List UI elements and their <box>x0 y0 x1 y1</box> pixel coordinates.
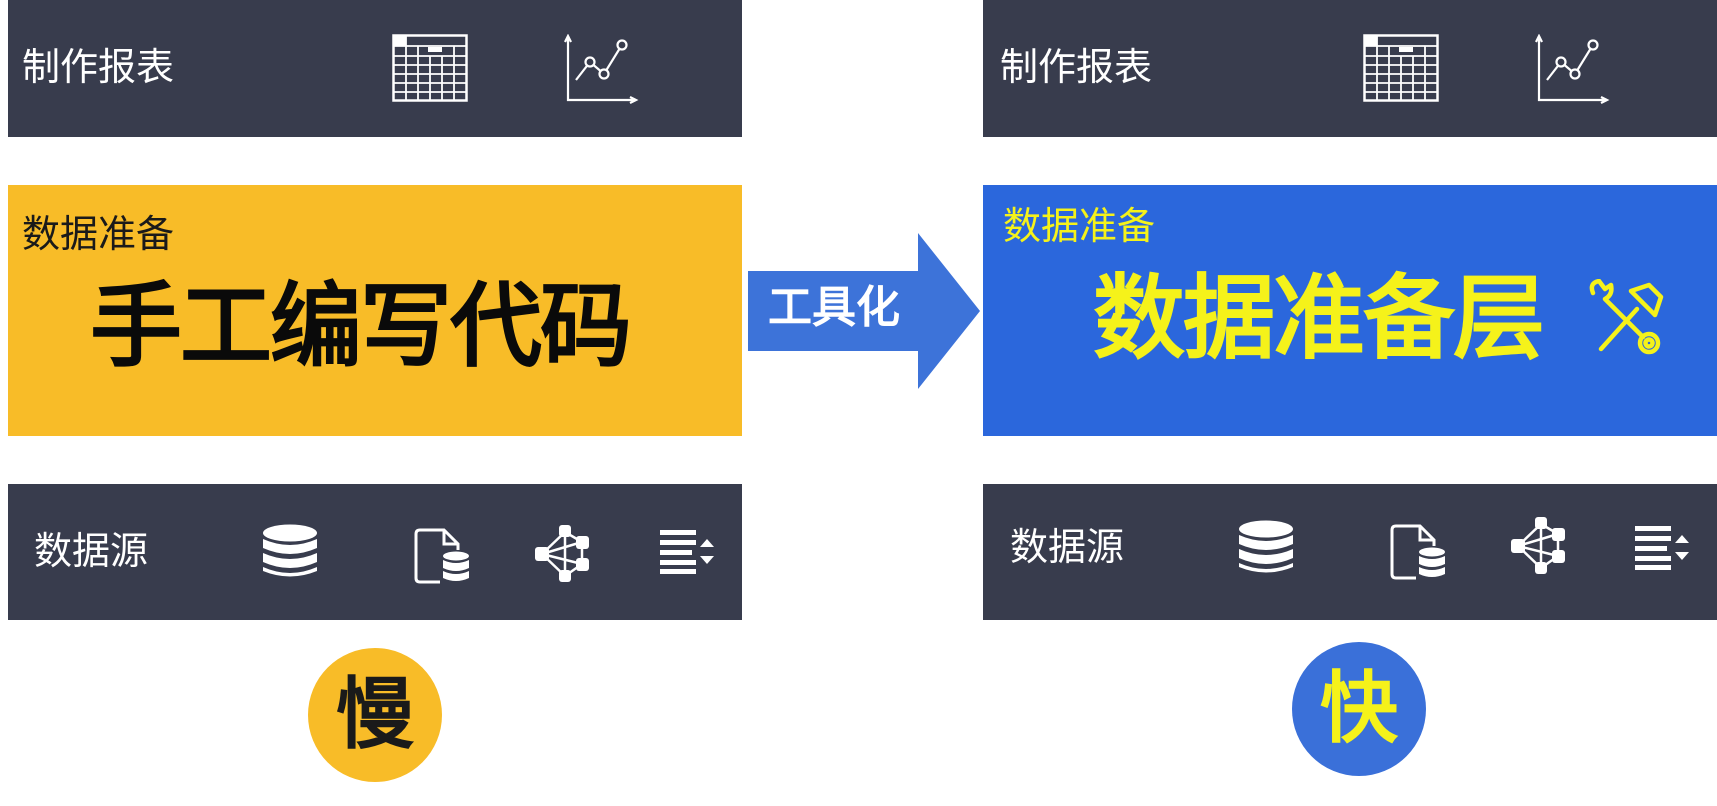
left-slow-badge: 慢 <box>308 648 442 782</box>
spreadsheet-icon <box>1363 34 1439 102</box>
right-report-label: 制作报表 <box>1000 45 1153 89</box>
right-source-bar: 数据源 <box>983 484 1717 620</box>
right-prep-small-label: 数据准备 <box>1003 204 1156 248</box>
right-prep-big-label: 数据准备层 <box>1093 265 1545 372</box>
left-source-label: 数据源 <box>34 529 149 573</box>
sorted-list-icon <box>1635 526 1689 570</box>
left-report-bar: 制作报表 <box>8 0 742 137</box>
spreadsheet-icon <box>392 34 468 102</box>
network-icon <box>1511 517 1565 574</box>
right-report-bar: 制作报表 <box>983 0 1717 137</box>
left-prep-big-label: 手工编写代码 <box>90 273 632 380</box>
line-chart-icon <box>564 34 639 104</box>
left-prep-small-label: 数据准备 <box>22 212 175 256</box>
file-database-icon <box>414 528 469 584</box>
sorted-list-icon <box>660 530 714 574</box>
arrow-label: 工具化 <box>768 282 900 333</box>
right-prep-panel: 数据准备 数据准备层 <box>983 185 1717 436</box>
line-chart-icon <box>1535 34 1610 104</box>
wrench-hammer-icon <box>1589 279 1664 355</box>
arrow-right-icon <box>748 233 980 389</box>
file-database-icon <box>1390 524 1445 580</box>
network-icon <box>535 525 589 582</box>
database-icon <box>263 524 317 577</box>
right-source-label: 数据源 <box>1010 525 1125 569</box>
database-icon <box>1239 520 1293 573</box>
right-fast-badge: 快 <box>1292 642 1426 776</box>
left-prep-panel: 数据准备 手工编写代码 <box>8 185 742 436</box>
left-source-bar: 数据源 <box>8 484 742 620</box>
left-report-label: 制作报表 <box>22 45 175 89</box>
